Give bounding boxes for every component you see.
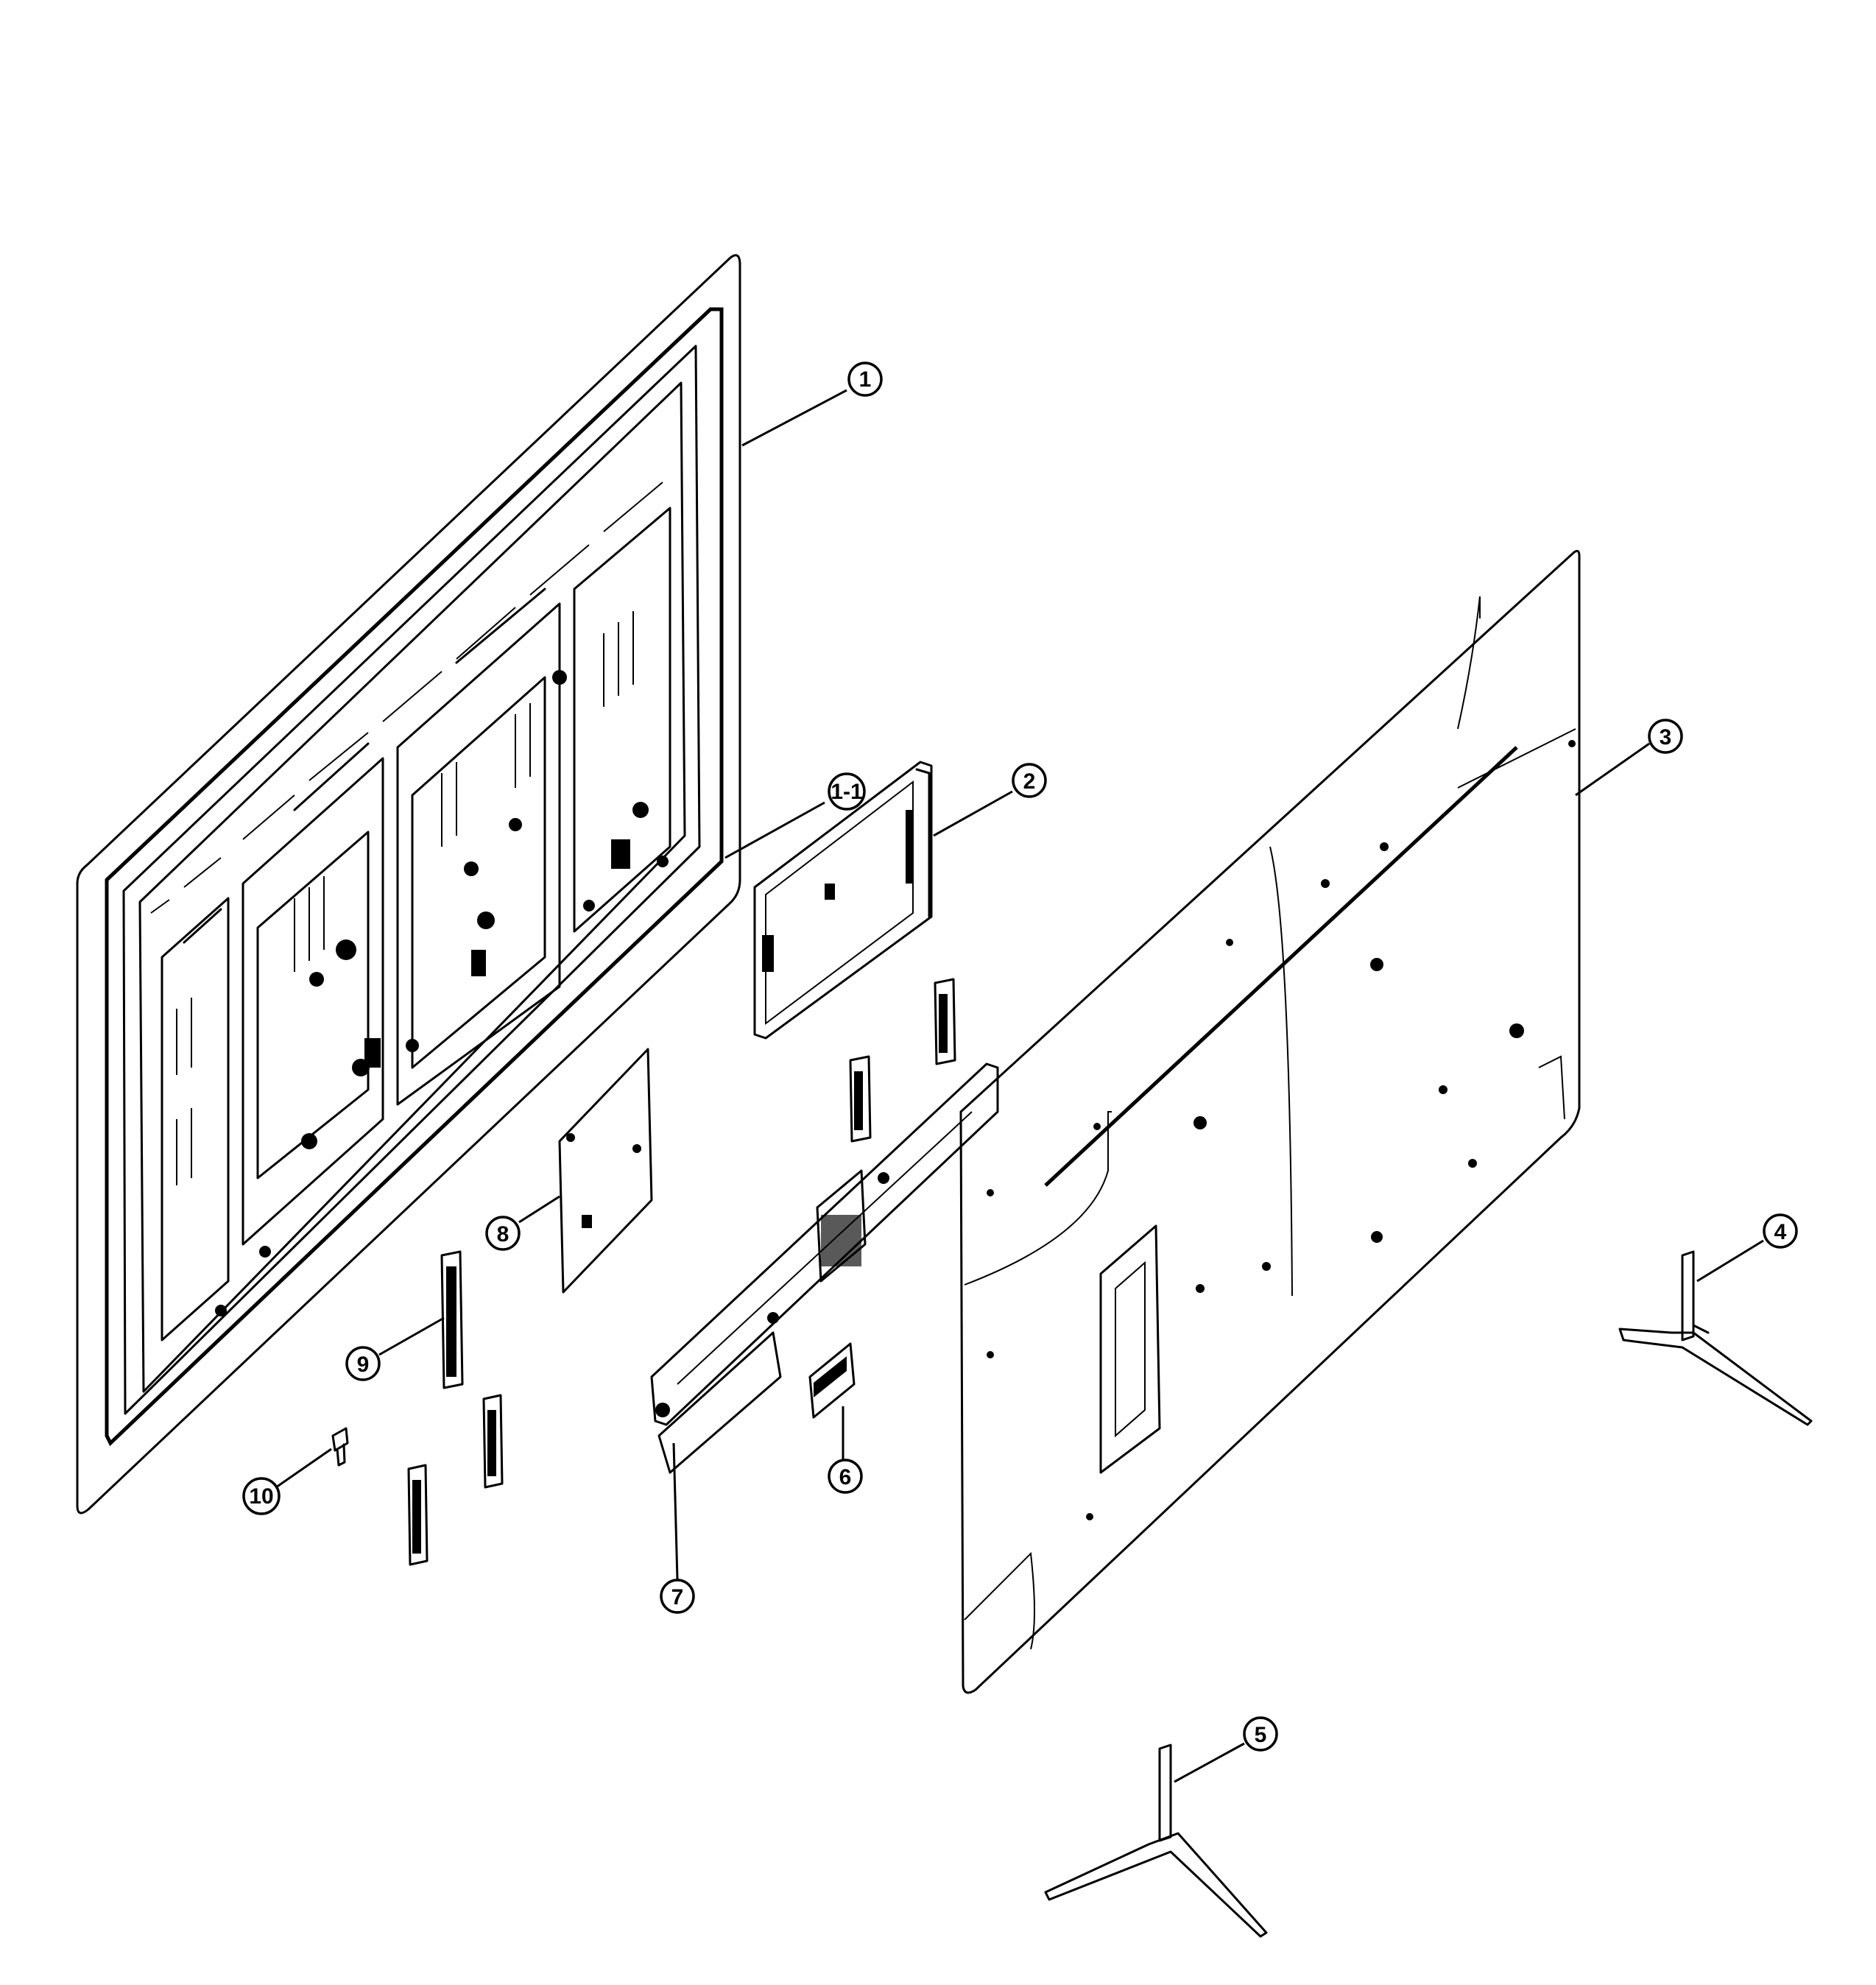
callout-10: 10 bbox=[242, 1448, 332, 1515]
part-4-stand-leg-right bbox=[1618, 1250, 1813, 1426]
svg-text:8: 8 bbox=[497, 1222, 509, 1247]
callout-2: 2 bbox=[933, 763, 1047, 837]
part-2-main-board bbox=[753, 761, 933, 1040]
part-3-rear-cover bbox=[959, 549, 1581, 1694]
svg-text:1-1: 1-1 bbox=[831, 780, 862, 804]
callout-1: 1 bbox=[741, 362, 883, 447]
callout-1-1: 1-1 bbox=[724, 772, 866, 859]
callout-7: 7 bbox=[660, 1442, 695, 1614]
callout-6: 6 bbox=[828, 1406, 863, 1494]
callout-4: 4 bbox=[1696, 1213, 1798, 1283]
part-6-bracket bbox=[808, 1342, 856, 1419]
callout-3: 3 bbox=[1575, 719, 1683, 797]
svg-text:1: 1 bbox=[859, 367, 872, 392]
callout-8: 8 bbox=[485, 1195, 560, 1251]
svg-text:10: 10 bbox=[249, 1484, 273, 1509]
svg-text:2: 2 bbox=[1023, 769, 1036, 794]
svg-text:6: 6 bbox=[839, 1465, 852, 1489]
svg-text:5: 5 bbox=[1255, 1723, 1267, 1747]
part-1-rear-frame bbox=[76, 254, 741, 1515]
part-5-stand-leg-left bbox=[1044, 1744, 1268, 1938]
svg-text:7: 7 bbox=[671, 1585, 684, 1609]
svg-text:9: 9 bbox=[357, 1353, 370, 1377]
callout-9: 9 bbox=[345, 1316, 445, 1381]
svg-text:4: 4 bbox=[1774, 1220, 1787, 1244]
callout-5: 5 bbox=[1174, 1716, 1278, 1783]
svg-text:3: 3 bbox=[1660, 725, 1672, 750]
part-8-sub-board bbox=[558, 1048, 653, 1294]
part-9-side-brackets bbox=[407, 978, 956, 1566]
part-10-clip bbox=[331, 1427, 349, 1467]
part-7-long-bracket bbox=[650, 1062, 999, 1474]
